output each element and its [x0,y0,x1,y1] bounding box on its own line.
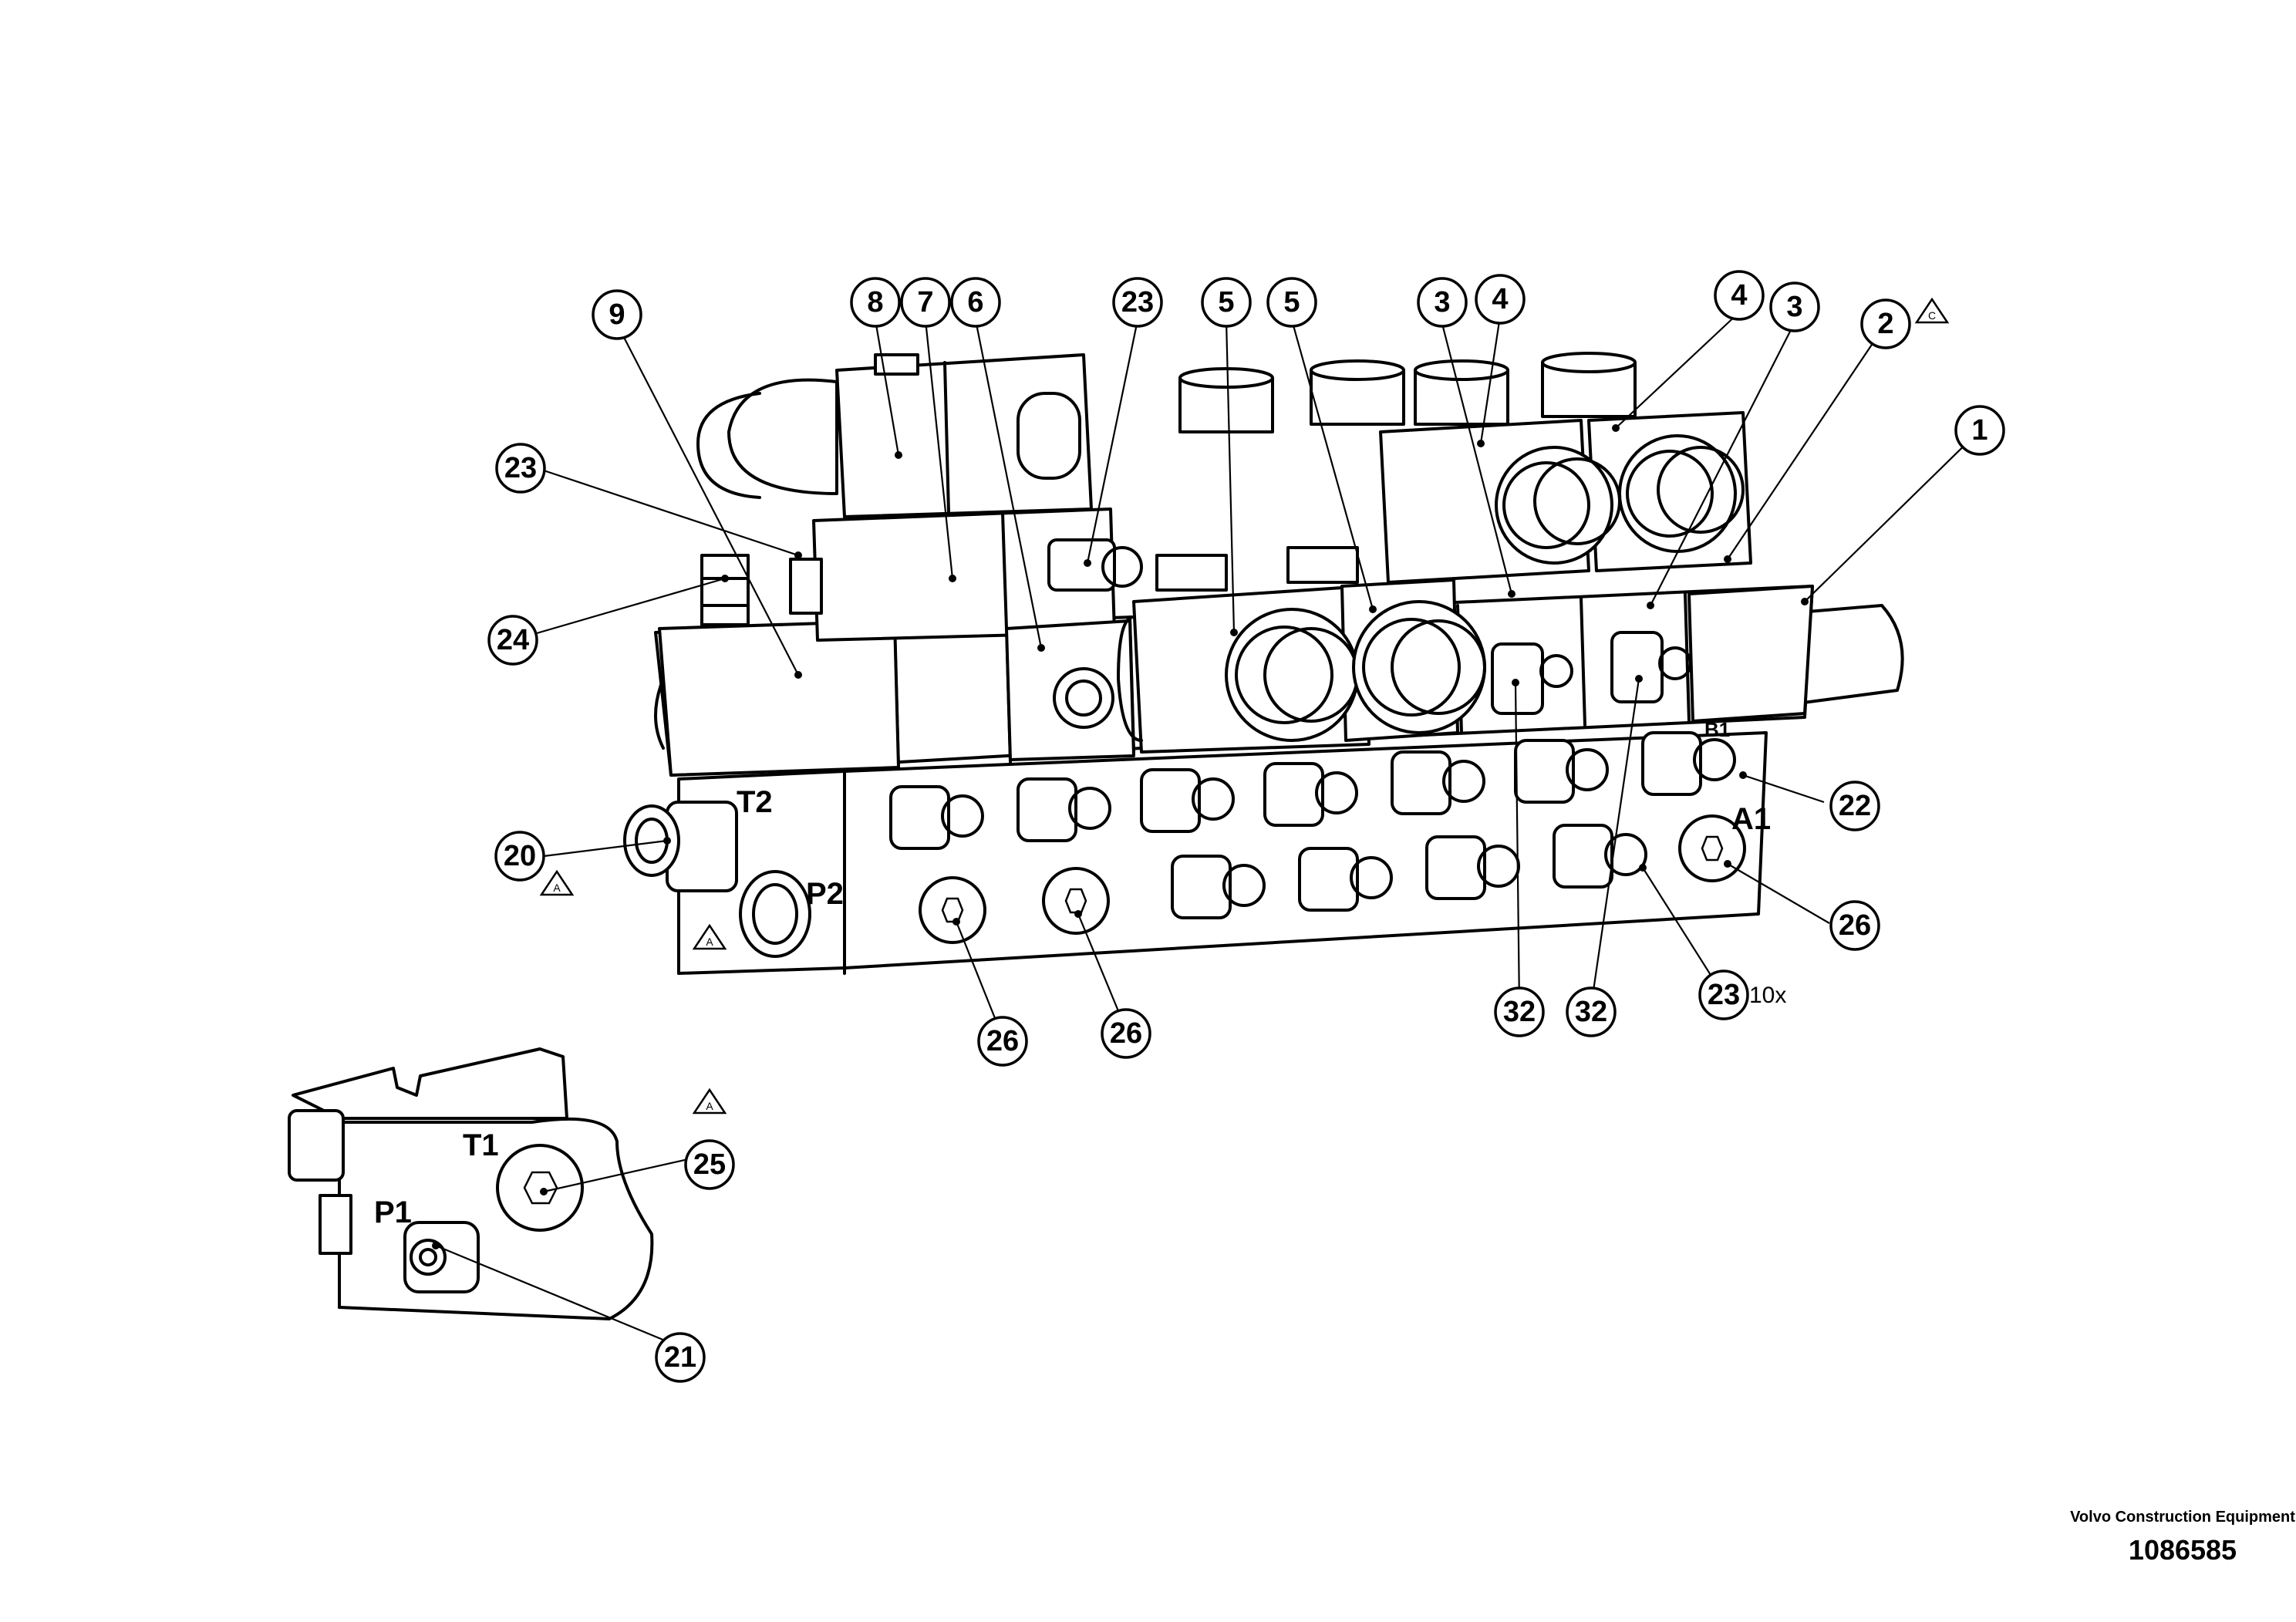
callout-5-left-label: 5 [1218,286,1234,319]
port-label-t1: T1 [463,1128,499,1162]
callout-32-right-label: 32 [1575,996,1607,1028]
lower-fitting-row [1171,824,1647,919]
callout-4-left: 4 [1475,274,1526,325]
callout-21: 21 [655,1332,706,1383]
callout-23-left-label: 23 [504,452,537,484]
callout-3-left: 3 [1417,277,1468,328]
title-block: Volvo Construction Equipment 1086585 [2036,1508,2296,1566]
drawing-number: 1086585 [2128,1534,2237,1566]
callout-8-label: 8 [867,286,883,319]
callout-9-label: 9 [609,298,625,331]
callout-4-left-label: 4 [1492,283,1508,315]
callout-5-right-label: 5 [1283,286,1300,319]
leader-lines [432,312,1981,1342]
callout-26-middle-label: 26 [1110,1017,1142,1050]
revision-mark-c-label: C [1928,309,1936,322]
callout-3-right-label: 3 [1786,291,1802,323]
manufacturer-name: Volvo Construction Equipment [2070,1509,2295,1526]
callout-8: 8 [850,277,901,328]
callout-5-left: 5 [1201,277,1252,328]
callout-4-right: 4 [1714,270,1765,321]
upper-fitting-row [889,731,1736,850]
callout-6: 6 [950,277,1001,328]
callout-32-left: 32 [1494,986,1545,1037]
callout-24: 24 [487,615,538,666]
port-label-b1: B1 [1704,718,1730,741]
callout-23-bottom-label: 23 [1708,979,1740,1011]
callout-22-label: 22 [1839,790,1871,822]
callout-20: 20 [494,831,545,882]
callout-26-middle: 26 [1101,1008,1151,1059]
callout-7: 7 [900,277,951,328]
callout-23-top: 23 [1112,277,1163,328]
revision-mark-a-3: A [692,1088,727,1114]
revision-mark-a-2: A [692,923,727,950]
callout-7-label: 7 [917,286,933,319]
callout-32-right: 32 [1566,986,1617,1037]
callout-23-left: 23 [495,443,546,494]
callout-1: 1 [1954,405,2005,456]
callout-3-left-label: 3 [1434,286,1450,319]
callout-23-bottom: 23 [1698,969,1749,1020]
revision-mark-a-3-label: A [706,1100,713,1112]
callout-21-label: 21 [664,1341,696,1374]
callout-3-right: 3 [1769,282,1820,332]
callout-2-label: 2 [1877,308,1893,340]
callout-23-top-label: 23 [1121,286,1154,319]
revision-mark-a-1-label: A [553,882,561,894]
port-label-p2: P2 [806,877,844,911]
callout-9: 9 [592,289,642,340]
callout-4-right-label: 4 [1731,279,1747,312]
port-label-a1: A1 [1731,802,1771,836]
revision-mark-a-2-label: A [706,936,713,948]
inset-detail-view [288,1047,654,1320]
callout-24-label: 24 [497,624,529,656]
callout-25: 25 [684,1139,735,1190]
callout-6-label: 6 [967,286,983,319]
port-label-t2: T2 [737,785,773,819]
callout-26-left: 26 [977,1016,1028,1067]
main-valve-block [623,352,1904,975]
callout-2: 2 [1860,298,1911,349]
callout-20-label: 20 [504,840,536,872]
callout-1-label: 1 [1971,414,1988,447]
callout-26-left-label: 26 [986,1025,1019,1057]
revision-mark-c: C [1914,297,1950,324]
callout-32-left-label: 32 [1503,996,1536,1028]
port-label-p1: P1 [374,1195,412,1229]
callout-22: 22 [1829,781,1880,831]
callout-25-label: 25 [693,1148,726,1181]
revision-mark-a-1: A [539,869,575,896]
callout-5-right: 5 [1266,277,1317,328]
quantity-note: 10x [1749,983,1786,1008]
callout-26-right: 26 [1829,900,1880,951]
callout-26-right-label: 26 [1839,909,1871,942]
